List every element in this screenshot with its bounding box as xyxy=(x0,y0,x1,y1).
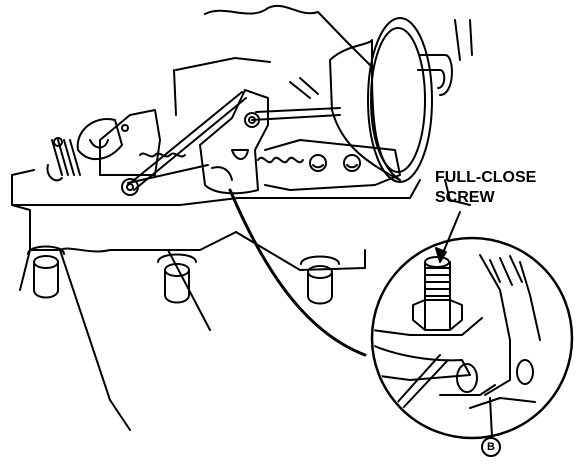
marker-b-circle: B xyxy=(481,437,501,457)
throttle-body-housing xyxy=(100,110,160,175)
detail-lever-pin xyxy=(395,355,448,408)
intake-manifold-body xyxy=(12,170,420,251)
detail-stop-lever xyxy=(372,345,470,380)
actuator-bracket xyxy=(445,20,472,205)
full-close-screw-tip xyxy=(425,257,449,267)
throttle-cam xyxy=(78,119,122,159)
detail-casting-lines xyxy=(490,256,522,285)
full-close-screw-threads xyxy=(425,268,450,296)
detail-lever-bracket xyxy=(440,385,535,408)
vacuum-actuator-face xyxy=(368,18,432,182)
bracket-screw-right-slot xyxy=(347,165,357,167)
detail-view-content xyxy=(372,255,540,408)
vacuum-hose xyxy=(418,55,452,95)
detail-fitting xyxy=(517,360,533,384)
detail-leader-line xyxy=(230,190,365,355)
cam-pivot xyxy=(122,125,128,131)
vacuum-actuator-rim xyxy=(371,28,425,172)
full-close-screw-label-line1: FULL-CLOSE xyxy=(435,169,537,186)
actuator-rod xyxy=(252,108,340,120)
rod-clip xyxy=(290,78,318,98)
marker-b-leader xyxy=(490,398,492,437)
rod-end-pivot-lower xyxy=(122,179,138,195)
cam-slot xyxy=(90,140,108,148)
linkage-rod-upper xyxy=(128,92,246,190)
lock-nut xyxy=(413,300,462,330)
manifold-bolt-boss-left xyxy=(28,247,64,298)
detail-casting-contour xyxy=(372,255,540,395)
mounting-bracket xyxy=(265,140,400,190)
lever-slot xyxy=(232,150,248,159)
linkage-rod-lower xyxy=(128,165,208,183)
detail-view-circle xyxy=(372,238,572,438)
manifold-bolt-boss-right xyxy=(301,257,339,304)
rod-end-pivot-lower-inner xyxy=(127,184,133,190)
detail-lever-bushing xyxy=(457,364,477,392)
bracket-screw-left-slot xyxy=(313,165,323,167)
lever-spring xyxy=(258,158,303,163)
full-close-screw-label-line2: SCREW xyxy=(435,189,495,206)
throttle-lever xyxy=(200,90,268,193)
manifold-lower-edge xyxy=(20,232,365,430)
bracket-screw-left xyxy=(310,155,326,171)
lever-stop-tab xyxy=(212,167,232,180)
screw-label-arrowhead xyxy=(436,248,446,262)
full-close-screw-body xyxy=(425,262,450,305)
marker-b-label: B xyxy=(487,440,495,453)
bracket-screw-right xyxy=(344,155,360,171)
engine-casting-outline xyxy=(174,6,370,115)
vacuum-actuator-can xyxy=(330,40,400,180)
manifold-bolt-boss-center xyxy=(158,255,196,303)
throttle-return-spring xyxy=(47,138,80,180)
